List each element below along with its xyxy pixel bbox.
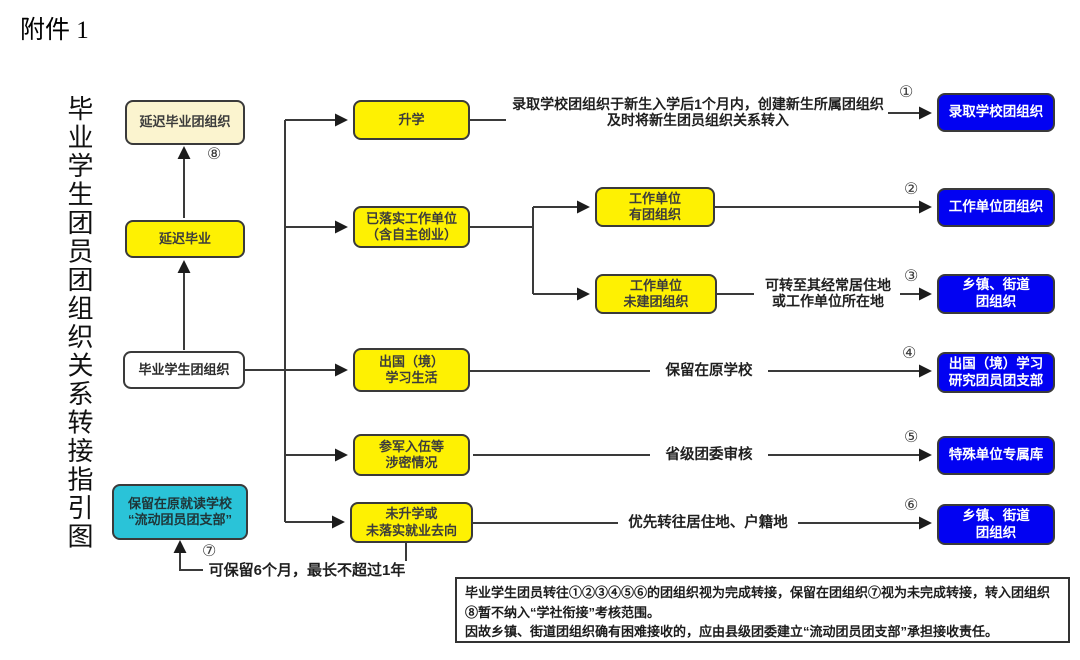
num-3-badge: ③: [904, 268, 919, 285]
note-keep-original-school: 保留在原学校: [650, 362, 768, 380]
box-target-township-street-org-2: 乡镇、街道 团组织: [937, 504, 1055, 545]
num-8-badge: ⑧: [207, 146, 222, 163]
box-floating-member-branch: 保留在原就读学校 “流动团员团支部”: [112, 484, 248, 540]
box-delayed-graduation: 延迟毕业: [125, 220, 245, 258]
box-employed: 已落实工作单位 （含自主创业）: [353, 206, 470, 248]
attachment-label: 附件 1: [20, 17, 89, 44]
box-further-study: 升学: [353, 100, 470, 140]
num-7-badge: ⑦: [202, 543, 217, 560]
box-military-confidential: 参军入伍等 涉密情况: [353, 434, 470, 476]
num-6-badge: ⑥: [904, 497, 919, 514]
box-target-special-unit-repo: 特殊单位专属库: [937, 436, 1055, 475]
note-transfer-residence: 可转至其经常居住地 或工作单位所在地: [765, 277, 891, 309]
box-workunit-no-org: 工作单位 未建团组织: [595, 274, 717, 314]
num-1-badge: ①: [899, 84, 914, 101]
box-target-abroad-branch: 出国（境）学习 研究团员团支部: [937, 352, 1055, 393]
num-5-badge: ⑤: [904, 429, 919, 446]
footnote-rules: 毕业学生团员转往①②③④⑤⑥的团组织视为完成转接，保留在团组织⑦视为未完成转接，…: [455, 577, 1070, 643]
box-target-admission-school-org: 录取学校团组织: [937, 93, 1055, 132]
num-4-badge: ④: [902, 345, 917, 362]
box-workunit-has-org: 工作单位 有团组织: [595, 187, 715, 227]
box-target-workunit-org: 工作单位团组织: [937, 188, 1055, 227]
diagram-vertical-title: 毕业学生团员团组织关系转接指引图: [64, 95, 93, 551]
box-delayed-graduation-org: 延迟毕业团组织: [125, 100, 245, 145]
note-provincial-review: 省级团委审核: [650, 446, 768, 464]
num-2-badge: ②: [904, 181, 919, 198]
note-admission-school: 录取学校团组织于新生入学后1个月内，创建新生所属团组织 及时将新生团员组织关系转…: [512, 96, 884, 128]
box-target-township-street-org-1: 乡镇、街道 团组织: [937, 274, 1055, 314]
box-abroad-study: 出国（境） 学习生活: [353, 348, 470, 392]
box-graduate-member-org: 毕业学生团组织: [123, 351, 245, 389]
note-retain-duration: 可保留6个月，最长不超过1年: [203, 561, 411, 580]
box-no-study-no-job: 未升学或 未落实就业去向: [350, 502, 473, 543]
note-priority-residence: 优先转往居住地、户籍地: [618, 514, 798, 532]
